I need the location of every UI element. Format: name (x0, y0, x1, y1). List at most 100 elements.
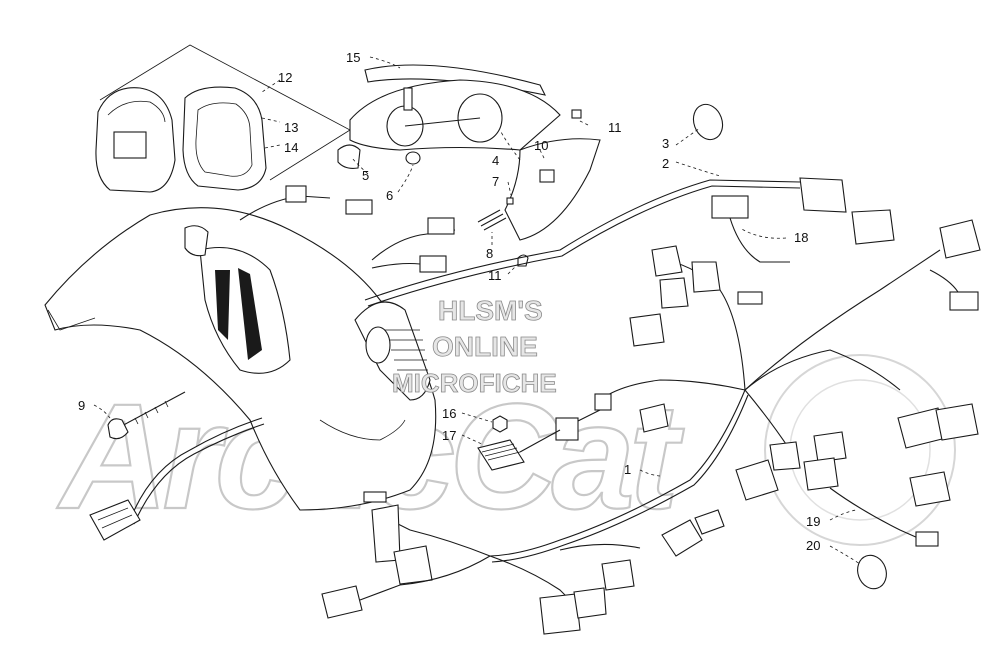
cluster-connector-b (345, 199, 373, 215)
leader-9 (93, 404, 111, 419)
ring-clamp-20 (857, 554, 887, 590)
callout-18: 18 (794, 230, 808, 245)
middle-connector-b (639, 403, 669, 433)
harness-connector (89, 499, 141, 541)
callout-15: 15 (346, 50, 360, 65)
cluster-harness (239, 185, 456, 273)
leader-19 (829, 509, 857, 521)
callout-7: 7 (492, 174, 499, 189)
headlight-assembly (337, 64, 601, 267)
connector-bottom-right (601, 559, 635, 591)
callout-8: 8 (486, 246, 493, 261)
leader-5 (351, 157, 369, 175)
leader-6 (397, 164, 414, 193)
connector-lower-b (769, 441, 801, 471)
callout-12: 12 (278, 70, 292, 85)
clip-upper (571, 109, 582, 119)
branch-right (744, 349, 901, 391)
leader-18 (739, 227, 787, 239)
hood-vent (184, 225, 209, 257)
diag-branch-up (744, 289, 881, 391)
regulator-body (477, 439, 525, 471)
leader-17 (461, 434, 485, 446)
grommet (405, 151, 421, 165)
branch-lower-trunk (489, 389, 746, 557)
right-branch-wire-2 (929, 269, 959, 293)
mid-wire (371, 229, 456, 261)
watermark-line-1: HLSM'S (438, 295, 543, 326)
cluster-connector-a (285, 185, 307, 203)
hood-contour (319, 419, 406, 441)
headlight-bracket (403, 87, 413, 111)
watermark-line-2: ONLINE (432, 331, 538, 362)
panel-leader (539, 149, 546, 161)
regulator-fins (481, 443, 521, 461)
voltage-regulator (477, 415, 561, 471)
spring-clip-icon (477, 209, 507, 231)
mid-connector-a (427, 217, 455, 235)
inline-fuse (555, 417, 579, 441)
callout-17: 17 (442, 428, 456, 443)
callout-14: 14 (284, 140, 298, 155)
leader-20 (829, 545, 861, 565)
leader-3 (675, 127, 701, 146)
harness-connector-18 (711, 195, 749, 219)
connector-lower-d (803, 457, 839, 491)
leader-1 (639, 469, 661, 477)
main-connector-top (799, 177, 847, 213)
side-panel (504, 138, 601, 241)
callout-20: 20 (806, 538, 820, 553)
side-louver (354, 301, 431, 401)
nut-icon (506, 197, 514, 205)
connector-upper-b (691, 261, 721, 293)
connector-pins (97, 507, 133, 529)
inline-connector-a (661, 519, 703, 557)
right-branch-wire (879, 249, 941, 291)
gauge-bezel-opening (195, 102, 253, 177)
connector-left-a (629, 313, 665, 347)
callout-19: 19 (806, 514, 820, 529)
connector-far-right (939, 219, 981, 259)
callout-10: 10 (534, 138, 548, 153)
harness-trunk-upper-2 (367, 185, 801, 307)
leader-2 (675, 161, 721, 177)
callout-6: 6 (386, 188, 393, 203)
main-harness (321, 177, 981, 635)
callout-1: 1 (624, 462, 631, 477)
connector-lower-a (735, 459, 779, 501)
small-connector (737, 291, 763, 305)
lower-left-harness (89, 417, 265, 541)
leader-7 (507, 181, 512, 196)
callout-9: 9 (78, 398, 85, 413)
ring-clamps (692, 103, 887, 590)
hlsm-watermark: HLSM'S ONLINE MICROFICHE (392, 295, 557, 399)
regulator-nut-icon (492, 415, 508, 433)
branch-bottom-right (559, 543, 641, 551)
hood-fairing (44, 207, 437, 511)
connector-upper-a (651, 245, 683, 277)
watermark-wheel-icon (764, 354, 956, 546)
harness-trunk-upper (364, 179, 801, 301)
watermark-wheel-inner-icon (789, 379, 931, 521)
connector-lower-left (393, 545, 433, 585)
mid-wire-2 (371, 262, 421, 269)
harness-wire (129, 417, 263, 521)
leader-12 (261, 79, 281, 93)
spring-clips (477, 209, 507, 231)
bolt-shaft (117, 391, 186, 429)
panel-tab (539, 169, 555, 183)
cluster-group-bracket (99, 44, 351, 181)
louver-slats (385, 329, 428, 371)
callout-11-upper: 11 (608, 120, 622, 135)
inline-connector-b (694, 509, 725, 535)
harness-wire-2 (133, 423, 265, 525)
branch-middle (599, 379, 746, 401)
leader-11a (577, 119, 589, 126)
branch-bottom (489, 555, 581, 611)
callout-5: 5 (362, 168, 369, 183)
watermark-line-3: MICROFICHE (392, 368, 557, 398)
callout-13: 13 (284, 120, 298, 135)
leader-15 (369, 56, 401, 69)
